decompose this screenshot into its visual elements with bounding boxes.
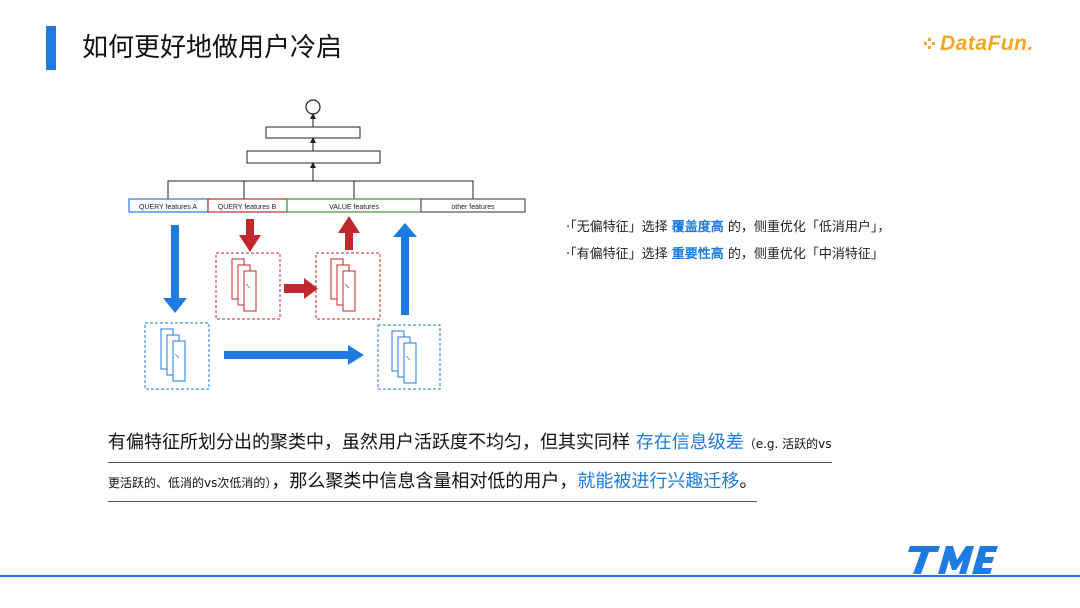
hidden-layer-1 xyxy=(246,150,381,164)
datafun-dots-icon xyxy=(924,38,935,50)
red-cluster-right xyxy=(315,252,381,320)
red-cluster-left xyxy=(215,252,281,320)
other-features-box xyxy=(420,198,526,213)
page-title: 如何更好地做用户冷启 xyxy=(82,33,343,63)
hidden-layer-2 xyxy=(265,126,361,139)
output-node xyxy=(305,99,321,115)
bullet-highlight: 覆盖度高 xyxy=(671,220,724,235)
feature-flow-diagram: QUERY features A QUERY features B VALUE … xyxy=(128,99,526,390)
bullet-unbiased-features: ·「无偏特征」选择 覆盖度高 的，侧重优化「低消用户」， xyxy=(566,214,1066,241)
bullet-list: ·「无偏特征」选择 覆盖度高 的，侧重优化「低消用户」， ·「有偏特征」选择 重… xyxy=(566,214,1066,268)
summary-paragraph: 有偏特征所划分出的聚类中，虽然用户活跃度不均匀，但其实同样 存在信息级差（e.g… xyxy=(108,428,988,502)
summary-note: （e.g. 活跃的vs xyxy=(743,437,832,451)
other-features-label: other features xyxy=(451,204,495,211)
bullet-text: 的，侧重优化「中消特征」 xyxy=(723,247,884,262)
value-features-label: VALUE features xyxy=(329,204,379,211)
red-horizontal-arrow xyxy=(284,278,318,299)
summary-text: ，那么聚类中信息含量相对低的用户， xyxy=(271,471,578,492)
bullet-biased-features: ·「有偏特征」选择 重要性高 的，侧重优化「中消特征」 xyxy=(566,241,1066,268)
summary-text: 有偏特征所划分出的聚类中，虽然用户活跃度不均匀，但其实同样 xyxy=(108,432,636,453)
red-up-arrow xyxy=(338,216,360,250)
query-features-b-label: QUERY features B xyxy=(218,204,277,211)
summary-highlight: 就能被进行兴趣迁移 xyxy=(577,471,740,492)
red-down-arrow xyxy=(239,219,261,252)
blue-cluster-right xyxy=(377,324,441,390)
tme-logo xyxy=(908,546,998,574)
bullet-text: 的，侧重优化「低消用户」， xyxy=(723,220,891,235)
datafun-logo: DataFun. xyxy=(924,28,1034,60)
blue-down-arrow xyxy=(163,225,187,313)
bullet-text: ·「有偏特征」选择 xyxy=(566,247,672,262)
blue-horizontal-arrow xyxy=(224,345,364,365)
datafun-logo-text: DataFun. xyxy=(940,32,1034,55)
summary-line-2: 更活跃的、低消的vs次低消的），那么聚类中信息含量相对低的用户，就能被进行兴趣迁… xyxy=(108,467,758,502)
blue-up-arrow xyxy=(393,223,417,315)
bullet-text: ·「无偏特征」选择 xyxy=(566,220,672,235)
bullet-highlight: 重要性高 xyxy=(671,247,724,262)
blue-cluster-left xyxy=(144,322,210,390)
summary-text: 。 xyxy=(739,471,758,492)
summary-line-1: 有偏特征所划分出的聚类中，虽然用户活跃度不均匀，但其实同样 存在信息级差（e.g… xyxy=(108,428,832,463)
title-accent-bar xyxy=(46,26,56,70)
query-features-a-label: QUERY features A xyxy=(139,204,197,211)
summary-note: 更活跃的、低消的vs次低消的） xyxy=(108,476,272,490)
summary-highlight: 存在信息级差 xyxy=(635,432,744,453)
footer-divider xyxy=(0,575,1080,577)
